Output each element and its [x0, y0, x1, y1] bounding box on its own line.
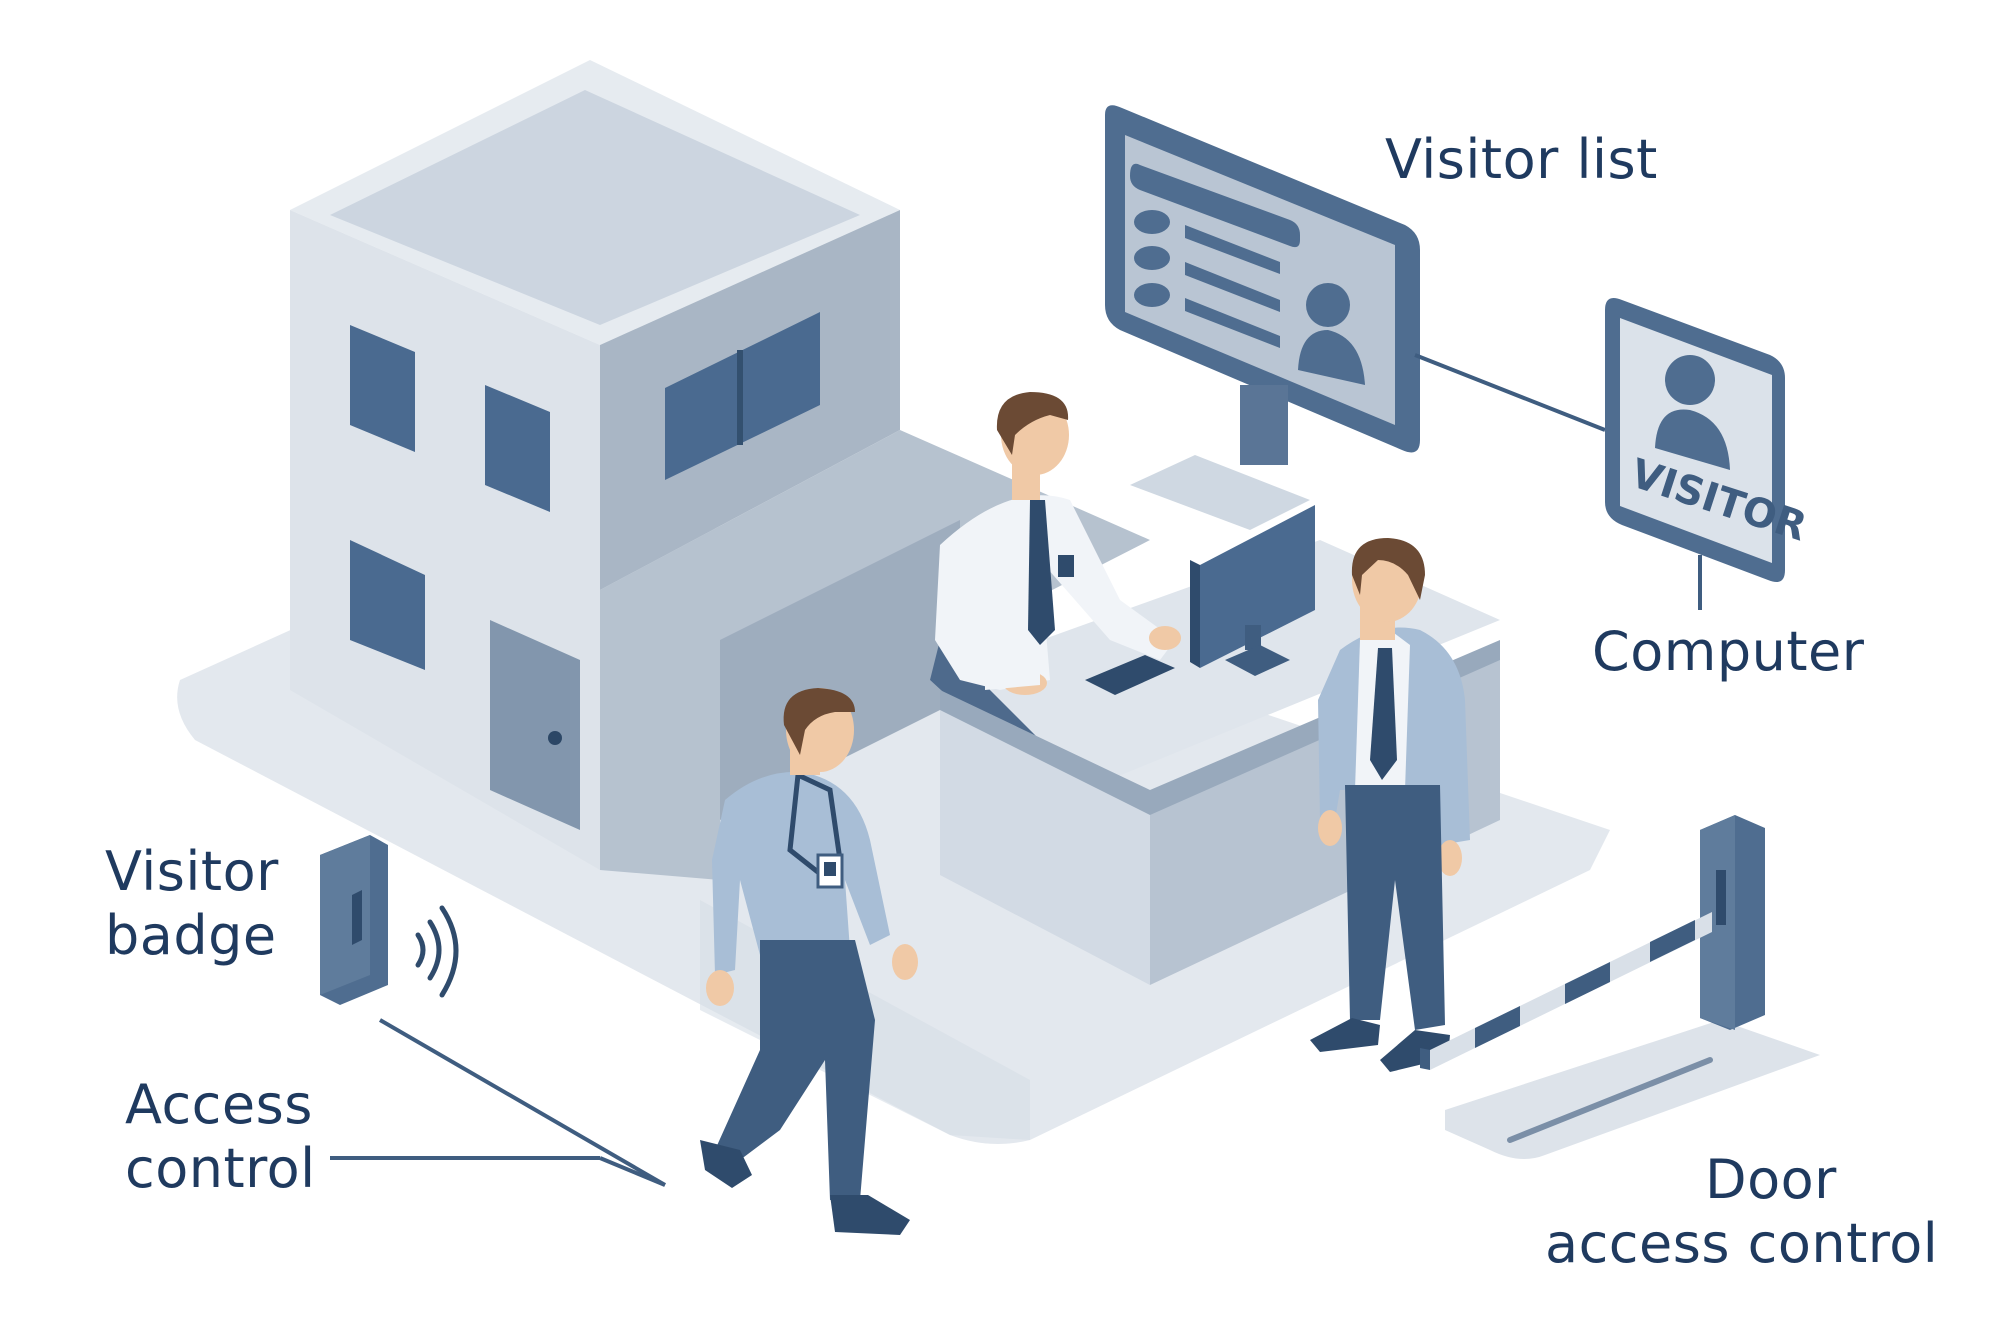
visitor-badge-label-line2: badge	[105, 904, 277, 967]
visitor-list-monitor	[1105, 105, 1420, 465]
door-access-control-label: Door access control	[1545, 1148, 1938, 1276]
receptionist-person	[935, 392, 1181, 695]
standing-visitor-person	[1310, 538, 1470, 1072]
computer-label: Computer	[1592, 620, 1865, 683]
desk-computer	[1085, 505, 1315, 695]
visitor-badge-label-line1: Visitor	[105, 840, 279, 903]
badge-reader	[320, 835, 388, 1005]
visitor-badge-label: Visitor badge	[105, 840, 279, 968]
barrier-gate	[1420, 815, 1820, 1159]
visitor-list-label: Visitor list	[1385, 128, 1658, 191]
door-access-control-label-line2: access control	[1545, 1212, 1939, 1275]
access-control-label: Access control	[125, 1073, 316, 1201]
walking-visitor-person	[700, 688, 918, 1235]
access-control-label-line1: Access	[125, 1073, 313, 1136]
door-access-control-label-line1: Door	[1705, 1148, 1837, 1211]
wireless-signal-icon	[415, 905, 459, 998]
access-control-label-line2: control	[125, 1137, 316, 1200]
building	[290, 60, 1150, 880]
visitor-sign: VISITOR	[1605, 297, 1812, 583]
connector-lines	[330, 353, 1702, 1187]
